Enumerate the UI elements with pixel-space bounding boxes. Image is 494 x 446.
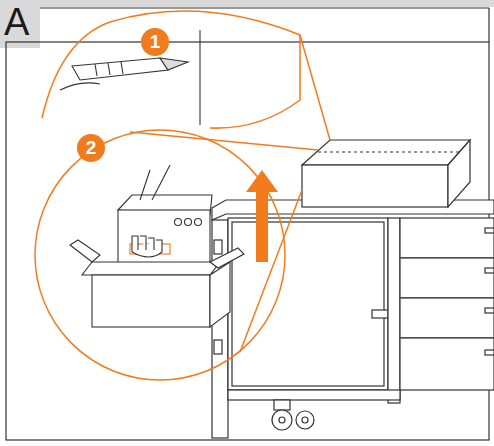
utility-knife	[60, 30, 200, 125]
caster-hub	[279, 417, 285, 423]
box-front	[92, 275, 210, 327]
drawer	[400, 258, 494, 298]
lift-arrow	[246, 170, 278, 262]
callout-number: 1	[141, 28, 169, 56]
drawer	[400, 338, 494, 390]
box-top	[302, 140, 470, 165]
leader-line	[130, 132, 318, 150]
knife-blade	[160, 58, 188, 70]
header-strip	[0, 0, 494, 7]
knife-body	[72, 58, 168, 80]
box-rim	[82, 262, 220, 275]
arm-line	[140, 170, 150, 200]
caster-wheel	[296, 411, 314, 429]
callout-number: 2	[77, 134, 105, 162]
caster-wheel	[272, 410, 292, 430]
bench-leg	[212, 220, 228, 438]
drawer	[400, 298, 494, 338]
callout-circle	[141, 28, 169, 56]
printer-button	[195, 219, 202, 226]
leader-line	[300, 35, 330, 140]
box-side	[448, 140, 470, 207]
callout-2-outline	[35, 130, 285, 380]
hand	[132, 236, 162, 257]
panel-letter: A	[4, 2, 29, 42]
hand-line	[60, 83, 100, 90]
drawer	[400, 218, 494, 258]
hinge	[214, 340, 222, 354]
callout-circle	[77, 134, 105, 162]
caster-mount	[274, 400, 290, 410]
knife-grip	[95, 64, 97, 76]
cabinet-door	[228, 218, 388, 390]
drawer-handle	[485, 268, 494, 273]
box-flap	[70, 240, 100, 262]
printer-in-box	[70, 165, 244, 327]
drawer-handle	[485, 308, 494, 313]
leader-line	[240, 190, 302, 352]
box-edge	[199, 30, 200, 125]
arm-line	[152, 165, 170, 200]
shipping-box	[302, 140, 470, 207]
hinge	[214, 240, 222, 254]
callout-1-outline	[42, 11, 300, 128]
tape-cut-line	[318, 151, 460, 152]
door-lock	[372, 310, 388, 318]
door-panel	[232, 222, 384, 386]
printer-button	[185, 219, 192, 226]
cabinet-base	[228, 390, 400, 400]
drawer-handle	[485, 228, 494, 233]
box-front	[302, 165, 448, 207]
callout-outline	[35, 11, 330, 380]
cabinet-post	[388, 218, 400, 403]
printer-body	[118, 210, 210, 265]
letter-tab	[0, 0, 40, 48]
drawer-handle	[485, 350, 494, 355]
frame-top	[40, 7, 489, 8]
caster-hub	[302, 417, 308, 423]
frame-right	[488, 8, 489, 42]
printer-button	[175, 219, 182, 226]
workbench	[212, 200, 494, 438]
knife-grip	[121, 62, 123, 74]
box-side	[210, 262, 230, 327]
knife-grip	[108, 63, 110, 75]
